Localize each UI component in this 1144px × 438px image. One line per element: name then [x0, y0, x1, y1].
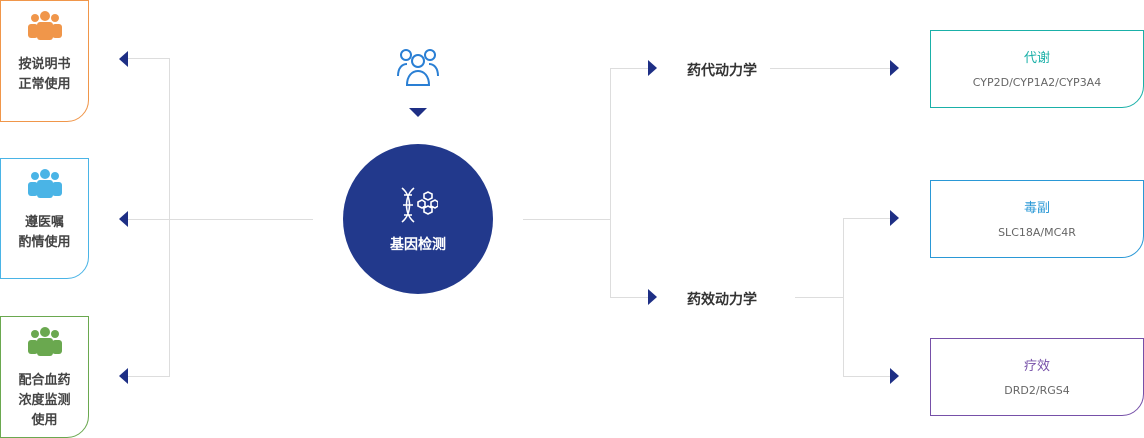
center-label: 基因检测 — [390, 237, 446, 253]
label-line: 浓度监测 — [18, 393, 71, 408]
pharmacokinetics-label: 药代动力学 — [687, 63, 757, 79]
box-title: 毒副 — [1023, 201, 1050, 216]
arrow-right-icon — [890, 368, 899, 384]
connector-line — [128, 376, 169, 377]
gene-test-node: 基因检测 — [343, 144, 493, 294]
label-line: 酌情使用 — [18, 235, 71, 250]
people-icon — [27, 327, 62, 356]
box-title: 代谢 — [1023, 51, 1050, 66]
label-line: 使用 — [31, 413, 58, 428]
dna-icon — [401, 187, 439, 223]
connector-line — [610, 68, 611, 298]
box-toxicity: 毒副 SLC18A/MC4R — [930, 180, 1144, 258]
label-line: 遵医嘱 — [24, 215, 64, 230]
box-metabolism: 代谢 CYP2D/CYP1A2/CYP3A4 — [930, 30, 1144, 108]
arrow-right-icon — [890, 210, 899, 226]
box-title: 疗效 — [1023, 359, 1050, 374]
arrow-left-icon — [119, 51, 128, 67]
connector-line — [610, 297, 648, 298]
arrow-left-icon — [119, 211, 128, 227]
label-line: 配合血药 — [18, 373, 71, 388]
box-efficacy: 疗效 DRD2/RGS4 — [930, 338, 1144, 416]
arrow-right-icon — [648, 60, 657, 76]
connector-line — [843, 218, 890, 219]
connector-line — [795, 297, 843, 298]
people-icon — [27, 11, 62, 40]
connector-line — [770, 68, 890, 69]
gene-list: SLC18A/MC4R — [998, 226, 1076, 239]
label-line: 按说明书 — [18, 57, 71, 72]
box-doctor-advice: 遵医嘱 酌情使用 — [0, 158, 89, 279]
connector-line — [523, 219, 610, 220]
people-outline-icon — [397, 49, 439, 86]
connector-line — [843, 376, 890, 377]
pharmacodynamics-label: 药效动力学 — [687, 292, 757, 308]
label-line: 正常使用 — [18, 77, 71, 92]
arrow-right-icon — [890, 60, 899, 76]
people-icon — [27, 169, 62, 198]
connector-line — [169, 58, 170, 377]
arrow-down-icon — [409, 108, 427, 117]
arrow-left-icon — [119, 368, 128, 384]
connector-line — [843, 218, 844, 377]
connector-line — [128, 219, 313, 220]
connector-line — [610, 68, 648, 69]
gene-list: CYP2D/CYP1A2/CYP3A4 — [972, 76, 1102, 89]
gene-list: DRD2/RGS4 — [1004, 384, 1070, 397]
box-follow-instructions: 按说明书 正常使用 — [0, 0, 89, 122]
arrow-right-icon — [648, 289, 657, 305]
connector-line — [128, 58, 169, 59]
box-blood-monitoring: 配合血药 浓度监测 使用 — [0, 316, 89, 438]
